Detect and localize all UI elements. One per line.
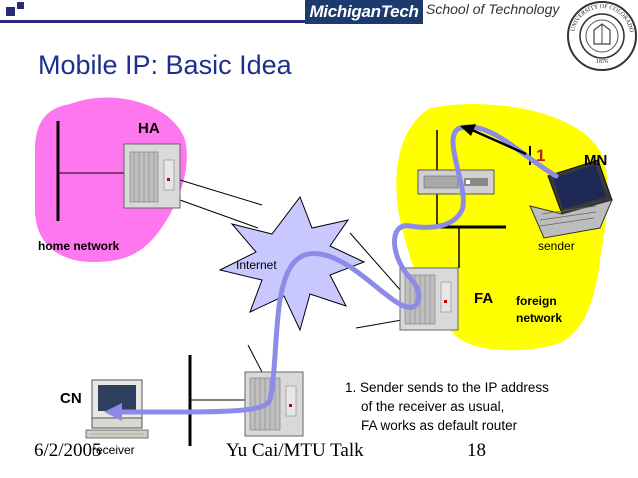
header-square-2	[17, 2, 24, 9]
mn-arrowhead	[460, 124, 476, 136]
foreign-network-line1: foreign	[516, 294, 557, 308]
logo-text: MichiganTech	[309, 2, 419, 21]
foreign-network-label: foreign network	[516, 293, 562, 327]
router-icon	[417, 169, 495, 195]
michigan-tech-logo: MichiganTech	[305, 0, 423, 24]
step-description: 1. Sender sends to the IP address of the…	[345, 378, 549, 435]
cn-label: CN	[60, 390, 82, 407]
fa-label: FA	[474, 290, 494, 307]
note-line-1: 1. Sender sends to the IP address	[345, 380, 549, 395]
packet-path	[115, 124, 559, 415]
ha-label: HA	[138, 120, 160, 137]
sender-label: sender	[538, 239, 575, 253]
svg-text:1876: 1876	[596, 59, 608, 65]
header-square-1	[6, 7, 15, 16]
internet-label: Internet	[236, 258, 277, 272]
home-network-region	[35, 97, 187, 263]
slide-title: Mobile IP: Basic Idea	[38, 50, 292, 80]
footer-talk: Yu Cai/MTU Talk	[226, 440, 364, 461]
receiver-label: receiver	[92, 443, 135, 457]
laptop-icon	[529, 159, 613, 239]
header-rule	[0, 20, 305, 23]
ha-server-icon	[123, 143, 181, 209]
note-line-2: of the receiver as usual,	[361, 399, 505, 414]
home-network-label: home network	[38, 239, 120, 253]
mn-label: MN	[584, 152, 608, 169]
step-number-label: 1	[536, 146, 546, 165]
university-seal-icon: 1876 UNIVERSITY OF COLORADO	[567, 1, 637, 71]
school-of-technology-text: School of Technology	[426, 1, 560, 17]
footer-date: 6/2/2005	[34, 440, 102, 461]
footer-page-number: 18	[467, 440, 486, 461]
foreign-network-line2: network	[516, 311, 563, 325]
packet-arrowhead	[104, 403, 122, 421]
note-line-3: FA works as default router	[361, 418, 518, 433]
